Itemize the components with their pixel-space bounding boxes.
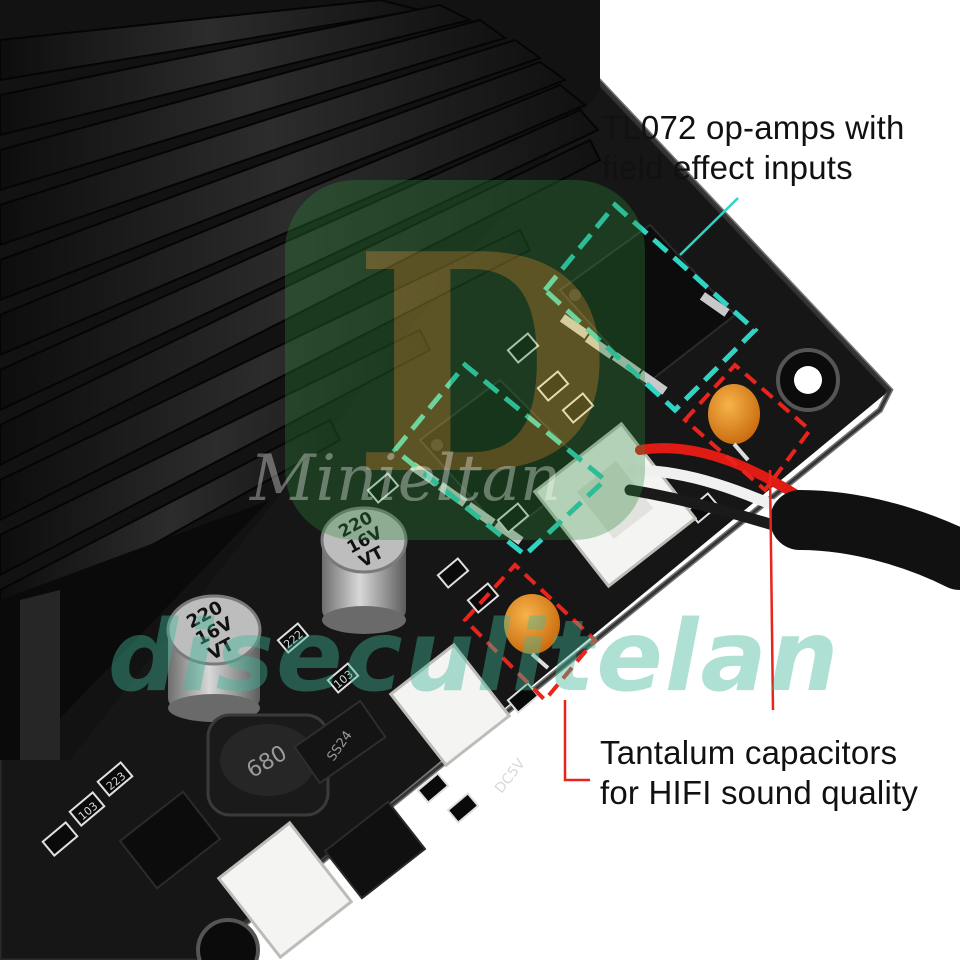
heatsink bbox=[0, 0, 602, 760]
capacitor-caption-line2: for HIFI sound quality bbox=[600, 774, 919, 811]
watermark-logo: D bbox=[285, 180, 645, 541]
callout-line bbox=[679, 197, 739, 256]
cable bbox=[624, 443, 960, 590]
diode: SS24 bbox=[293, 699, 387, 785]
inductor: 680 bbox=[206, 713, 330, 817]
opamp-caption: TL072 op-amps with field effect inputs bbox=[602, 108, 905, 188]
opamp-highlight-box bbox=[391, 201, 759, 559]
capacitor-caption-line1: Tantalum capacitors bbox=[600, 734, 898, 771]
jst-connector bbox=[388, 642, 512, 768]
ic-chip bbox=[118, 790, 222, 890]
tantalum-capacitor bbox=[708, 384, 760, 462]
electrolytic-capacitor: 220 16V VT bbox=[166, 594, 262, 722]
tantalum-capacitor bbox=[504, 594, 560, 670]
capacitor-highlight-box bbox=[462, 362, 813, 703]
opamp-caption-line2: field effect inputs bbox=[602, 149, 853, 186]
callout-line bbox=[563, 469, 775, 782]
opamp-caption-line1: TL072 op-amps with bbox=[602, 109, 905, 146]
mounting-hole bbox=[776, 348, 840, 412]
jst-connector bbox=[216, 820, 354, 960]
watermark-script: Minieltan bbox=[249, 442, 561, 516]
watermark-text: diseculitelan bbox=[108, 600, 840, 714]
electrolytic-capacitor: 220 16V VT bbox=[320, 506, 408, 634]
regulator bbox=[323, 800, 427, 900]
mounting-hole bbox=[196, 918, 260, 960]
capacitor-caption: Tantalum capacitors for HIFI sound quali… bbox=[600, 733, 918, 813]
watermark-logo-letter: D bbox=[352, 188, 612, 541]
